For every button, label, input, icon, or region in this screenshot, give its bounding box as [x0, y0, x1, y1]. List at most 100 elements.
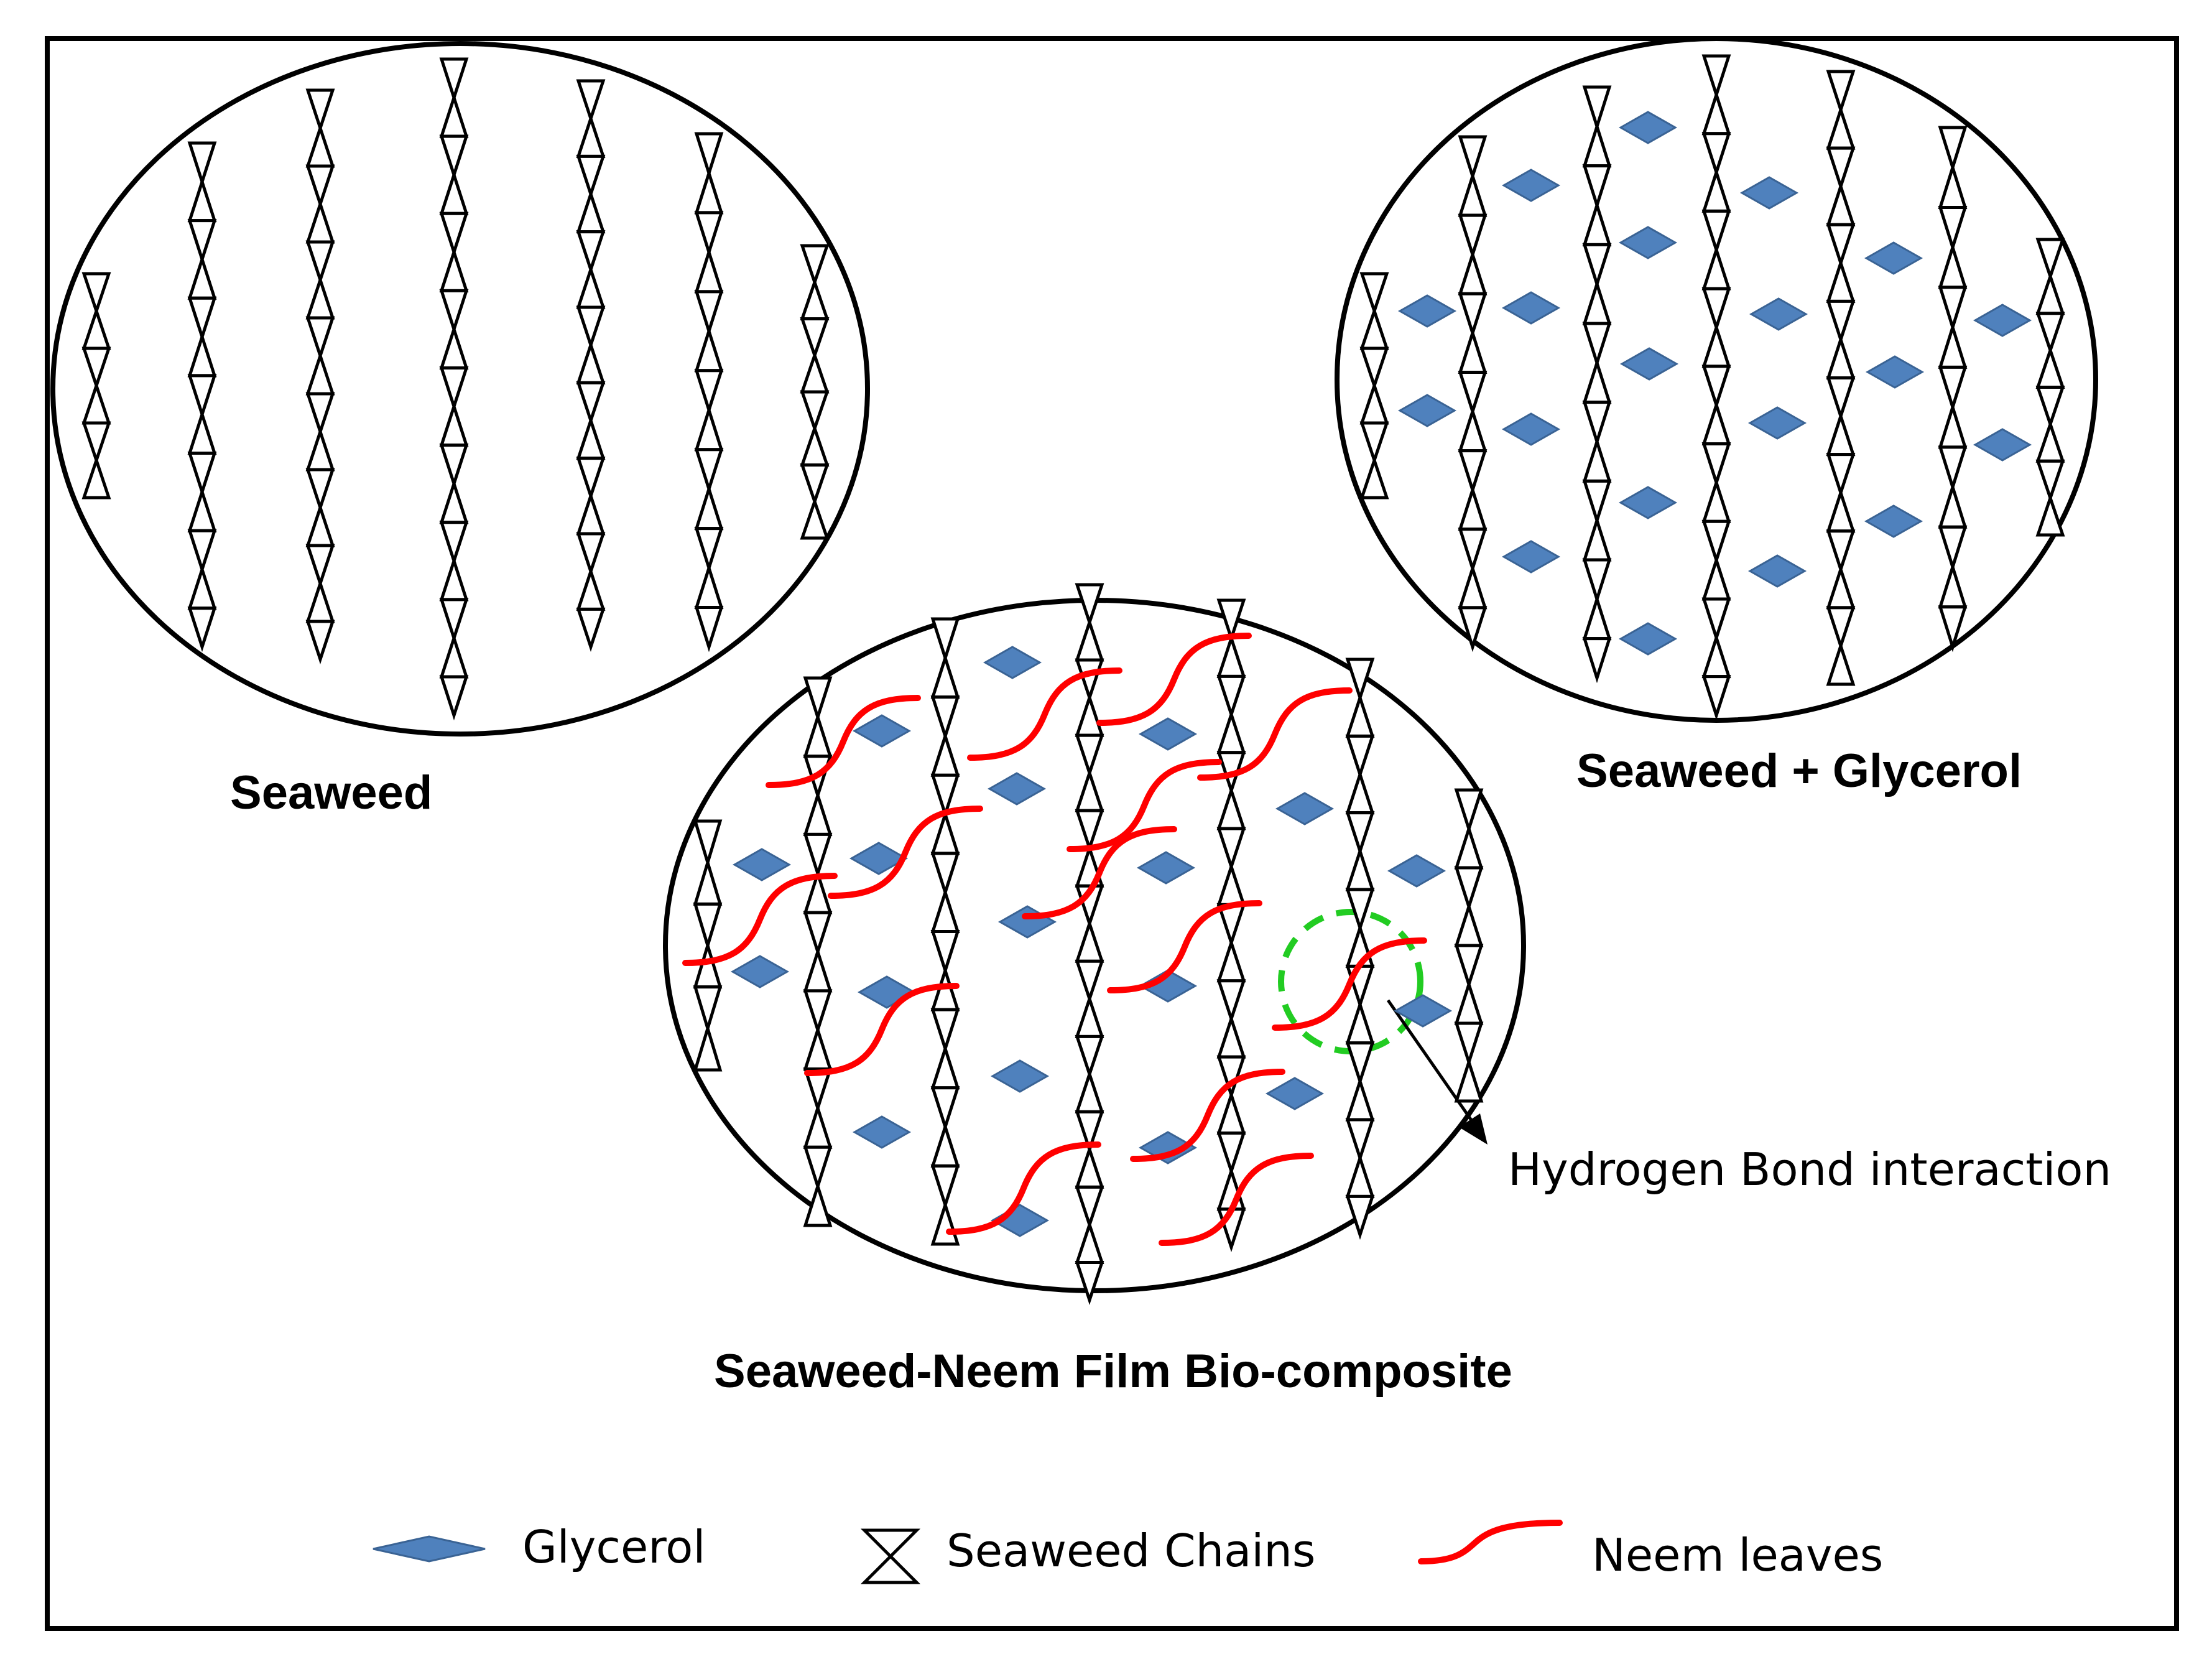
chain-triangle	[439, 633, 469, 679]
chain-triangle	[2035, 312, 2065, 355]
neem-leaf	[946, 1141, 1101, 1235]
chain-triangle	[1345, 846, 1375, 891]
chain-triangle	[1826, 299, 1856, 345]
seaweed-ellipse	[50, 41, 870, 737]
chain-triangle	[1458, 485, 1488, 531]
glycerol-diamond	[1747, 406, 1807, 440]
chain-triangle	[803, 832, 833, 879]
chain-triangle	[1826, 606, 1856, 651]
chain-triangle	[1826, 411, 1856, 457]
chain-triangle	[1359, 421, 1389, 465]
chain-triangle	[187, 486, 217, 532]
chain-triangle	[1938, 445, 1968, 493]
chain-triangle	[305, 578, 335, 623]
chain-triangle	[1454, 1057, 1484, 1103]
chain-triangle	[694, 168, 724, 215]
chain-triangle	[2035, 345, 2065, 389]
chain-triangle	[1582, 243, 1612, 289]
chain-triangle	[1938, 605, 1968, 653]
chain-triangle	[1701, 322, 1731, 368]
chain-triangle	[2035, 459, 2065, 503]
chain-triangle	[576, 154, 606, 199]
legend-glycerol-label: Glycerol	[522, 1521, 705, 1573]
chain-triangle	[694, 211, 724, 258]
chain-triangle	[1345, 658, 1375, 703]
chain-triangle	[1345, 734, 1375, 780]
chain-triangle	[439, 92, 469, 138]
chain-triangle	[1701, 90, 1731, 136]
chain-triangle	[1216, 709, 1246, 755]
glycerol-diamond	[1501, 412, 1561, 446]
chain-triangle	[803, 1181, 833, 1227]
chain-triangle	[187, 296, 217, 342]
legend: Glycerol Seaweed Chains Neem leaves	[373, 1520, 1883, 1584]
chain-triangle	[305, 350, 335, 396]
glycerol-diamond	[1618, 622, 1678, 656]
legend-neem-leaf-icon	[1418, 1520, 1563, 1564]
hydrogen-bond-arrow	[1386, 999, 1481, 1132]
seaweed-chain	[694, 132, 724, 653]
chain-triangle	[187, 529, 217, 575]
glycerol-diamond	[997, 905, 1057, 939]
neem-leaf	[1159, 1153, 1314, 1246]
chain-triangle	[1826, 564, 1856, 610]
chain-triangle	[1216, 785, 1246, 830]
chain-triangle	[1458, 370, 1488, 417]
chain-triangle	[1701, 244, 1731, 290]
chain-triangle	[1454, 866, 1484, 912]
label-seaweed: Seaweed	[230, 766, 432, 819]
chain-triangle	[1582, 637, 1612, 684]
panel-seaweed	[50, 41, 870, 737]
seaweed-chain	[1075, 583, 1104, 1305]
chain-triangle	[1216, 1090, 1246, 1135]
chain-triangle	[800, 244, 830, 287]
chain-triangle	[576, 532, 606, 577]
chain-triangle	[1075, 809, 1104, 853]
chain-triangle	[576, 305, 606, 350]
chain-triangle	[694, 247, 724, 294]
chain-triangle	[694, 369, 724, 416]
chain-triangle	[930, 852, 960, 898]
chain-triangle	[930, 731, 960, 777]
chain-triangle	[187, 219, 217, 265]
seaweed-chain	[1701, 54, 1731, 721]
chain-triangle	[800, 350, 830, 394]
chain-triangle	[439, 211, 469, 258]
chain-triangle	[305, 123, 335, 168]
chain-triangle	[439, 170, 469, 215]
seaweed-chain	[803, 676, 833, 1227]
chain-triangle	[1826, 641, 1856, 686]
chain-triangle	[1216, 862, 1246, 906]
chain-triangle	[1075, 733, 1104, 778]
chain-triangle	[1938, 525, 1968, 572]
chain-triangle	[1075, 918, 1104, 963]
chain-triangle	[1075, 993, 1104, 1038]
seaweed-chain	[1359, 272, 1389, 500]
chain-triangle	[439, 401, 469, 447]
chain-triangle	[1216, 937, 1246, 983]
glycerol-diamond	[857, 975, 917, 1009]
chain-triangle	[1345, 769, 1375, 815]
chain-triangle	[2035, 493, 2065, 537]
chain-triangle	[1216, 827, 1246, 872]
glycerol-diamond	[983, 646, 1042, 679]
chain-triangle	[930, 1008, 960, 1054]
chain-triangle	[1582, 436, 1612, 483]
chain-triangle	[576, 416, 606, 460]
chain-triangle	[1582, 200, 1612, 246]
glycerol-diamond	[852, 714, 912, 748]
chain-triangle	[1582, 594, 1612, 641]
neem-leaf	[1197, 687, 1353, 781]
chain-triangle	[930, 695, 960, 741]
legend-seaweed-chain-icon	[860, 1528, 921, 1584]
chain-triangle	[1359, 455, 1389, 500]
neem-leaf	[1107, 900, 1262, 993]
chain-triangle	[187, 564, 217, 610]
chain-triangle	[800, 423, 830, 467]
glycerol-diamond	[987, 772, 1047, 806]
chain-triangle	[1826, 376, 1856, 422]
chain-triangle	[800, 496, 830, 540]
seaweed-chain	[439, 57, 469, 721]
chain-triangle	[1826, 453, 1856, 498]
